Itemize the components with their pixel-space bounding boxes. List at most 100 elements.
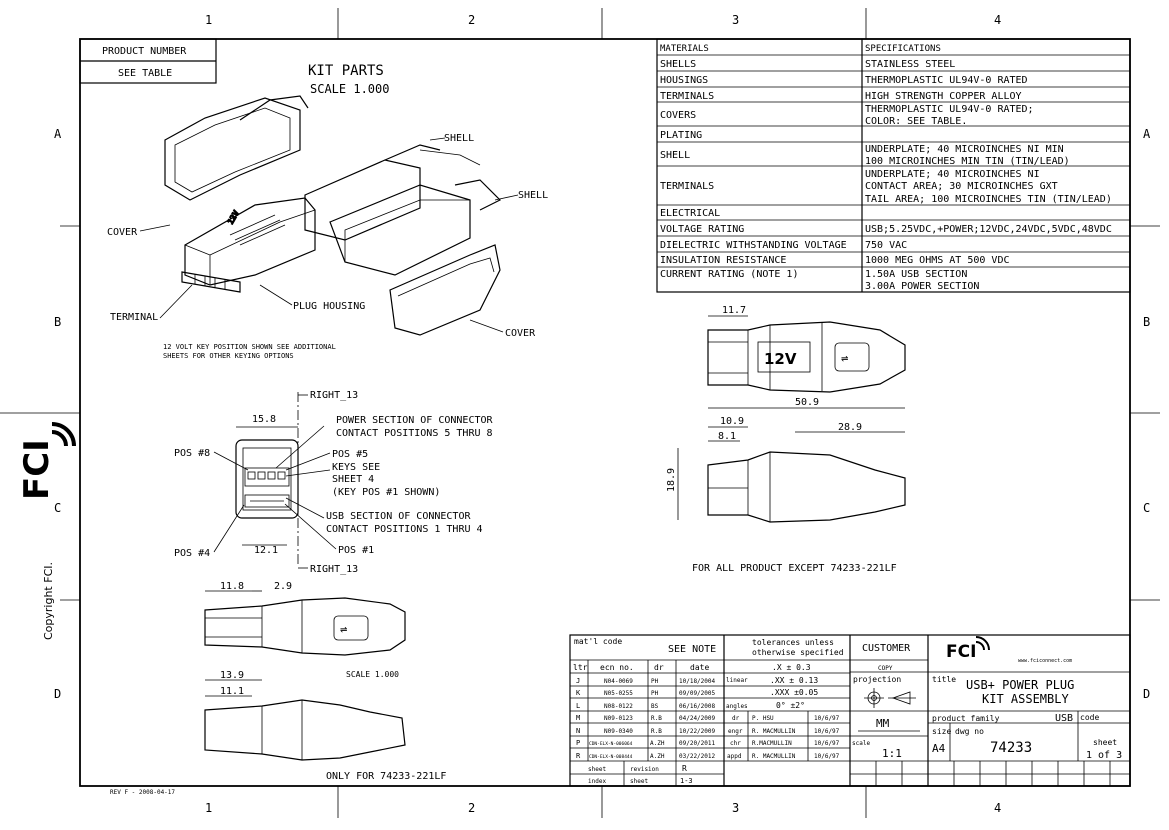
- spec-row-a: SHELL: [660, 150, 690, 161]
- rev-ltr: J: [576, 677, 580, 685]
- rev-ecn: N08-0122: [604, 703, 633, 710]
- right-top-view: 11.7 12V ⇌: [707, 305, 906, 393]
- fci-logo: FCI: [946, 642, 976, 662]
- spec-row-b: USB;5.25VDC,+POWER;12VDC,24VDC,5VDC,48VD…: [865, 224, 1112, 235]
- projection-label: projection: [853, 675, 901, 684]
- zone-col-1-bottom: 1: [205, 801, 212, 815]
- rev-date: 06/16/2008: [679, 703, 716, 710]
- pos-4-label: POS #4: [174, 548, 210, 559]
- zone-row-b-right: B: [1143, 315, 1150, 329]
- sign-key: chr: [730, 740, 741, 747]
- tol-key: angles: [726, 703, 748, 710]
- spec-row-a: INSULATION RESISTANCE: [660, 255, 786, 266]
- rev-ltr: P: [576, 739, 580, 747]
- rev-dr: BS: [651, 703, 659, 710]
- sign-date: 10/6/97: [814, 740, 840, 747]
- small-top-view: 11.8 2.9 ⇌ SCALE 1.000: [204, 581, 406, 679]
- pos-8-label: POS #8: [174, 448, 210, 459]
- callout-plug-housing: PLUG HOUSING: [293, 301, 365, 312]
- drawing-title-line2: KIT ASSEMBLY: [982, 692, 1069, 706]
- dim-28-9: 28.9: [838, 422, 862, 433]
- rev-dr: A.ZH: [650, 740, 665, 747]
- spec-row-b: TAIL AREA; 100 MICROINCHES TIN (TIN/LEAD…: [865, 194, 1112, 205]
- units-label: MM: [876, 717, 890, 730]
- right-13-top: RIGHT_13: [310, 390, 358, 401]
- sheet-of-value: 1 of 3: [1086, 750, 1122, 761]
- product-family-value: USB: [1055, 713, 1073, 724]
- zone-col-3-top: 3: [732, 13, 739, 27]
- rev-header-date: date: [690, 663, 709, 672]
- title-label: title: [932, 675, 956, 684]
- zone-col-1-top: 1: [205, 13, 212, 27]
- rev-ecn: CDN-ELX-N-006064: [589, 741, 633, 747]
- spec-row-b: 750 VAC: [865, 240, 907, 251]
- zone-row-c-right: C: [1143, 501, 1150, 515]
- scale-value: 1:1: [882, 747, 902, 760]
- matl-code-label: mat'l code: [574, 637, 622, 646]
- pos-1-label: POS #1: [338, 545, 374, 556]
- spec-row-a: VOLTAGE RATING: [660, 224, 744, 235]
- matl-code-value: SEE NOTE: [668, 644, 716, 655]
- sign-name: P. HSU: [752, 715, 774, 722]
- svg-text:12V: 12V: [226, 209, 241, 226]
- spec-row-b: THERMOPLASTIC UL94V-0 RATED: [865, 75, 1028, 86]
- power-section-line2: CONTACT POSITIONS 5 THRU 8: [336, 428, 493, 439]
- revision-rows: J N04-0069 PH 10/18/2004 K N05-0255 PH 0…: [576, 677, 716, 760]
- size-value: A4: [932, 742, 946, 755]
- spec-header-specifications: SPECIFICATIONS: [865, 44, 941, 54]
- exploded-view: 12V: [164, 95, 502, 336]
- dim-18-9: 18.9: [666, 468, 677, 492]
- callout-cover-left: COVER: [107, 227, 138, 238]
- rev-dr: PH: [651, 690, 659, 697]
- spec-row-a: HOUSINGS: [660, 75, 708, 86]
- keys-line1: KEYS SEE: [332, 462, 380, 473]
- rev-date: 10/18/2004: [679, 678, 716, 685]
- rev-ecn: N09-0340: [604, 728, 633, 735]
- callout-shell-upper: SHELL: [444, 133, 474, 144]
- website: www.fciconnect.com: [1018, 658, 1072, 664]
- spec-row-b: HIGH STRENGTH COPPER ALLOY: [865, 91, 1022, 102]
- zone-col-3-bottom: 3: [732, 801, 739, 815]
- usb-icon-small: ⇌: [340, 622, 347, 636]
- dim-15-8: 15.8: [252, 414, 276, 425]
- spec-row-b: UNDERPLATE; 40 MICROINCHES NI: [865, 169, 1040, 180]
- sign-name: R. MACMULLIN: [752, 728, 796, 735]
- spec-row-a: SHELLS: [660, 59, 696, 70]
- spec-row-b: CONTACT AREA; 30 MICROINCHES GXT: [865, 181, 1058, 192]
- sign-name: R.MACMULLIN: [752, 740, 792, 747]
- key-note-line2: SHEETS FOR OTHER KEYING OPTIONS: [163, 352, 294, 360]
- key-note-line1: 12 VOLT KEY POSITION SHOWN SEE ADDITIONA…: [163, 343, 336, 351]
- revision-label: revision: [630, 766, 659, 773]
- spec-row-b: THERMOPLASTIC UL94V-0 RATED;: [865, 104, 1034, 115]
- usb-section-line1: USB SECTION OF CONNECTOR: [326, 511, 471, 522]
- spec-row-a: TERMINALS: [660, 91, 714, 102]
- callout-cover-right: COVER: [505, 328, 536, 339]
- revision-value: R: [682, 764, 687, 773]
- rev-ecn: N09-0123: [604, 715, 633, 722]
- spec-row-a: TERMINALS: [660, 181, 714, 192]
- spec-row-a: ELECTRICAL: [660, 208, 720, 219]
- third-angle-projection-icon: [864, 688, 916, 708]
- right-side-view: 50.9 10.9 8.1 28.9 18.9 FOR ALL PRODUCT …: [666, 397, 906, 574]
- zone-markers: 1 2 3 4 1 2 3 4 A B C D A B C D: [0, 8, 1160, 818]
- side-logo-text: FCI: [17, 439, 57, 500]
- fci-logo-arcs: [975, 636, 990, 651]
- tol-value: 0° ±2°: [776, 701, 805, 710]
- tol-value: .XXX ±0.05: [770, 688, 818, 697]
- dim-12-1: 12.1: [254, 545, 278, 556]
- spec-row-b: COLOR: SEE TABLE.: [865, 116, 967, 127]
- callout-shell-lower: SHELL: [518, 190, 548, 201]
- rev-date: 10/22/2009: [679, 728, 716, 735]
- front-view: RIGHT_13 RIGHT_13 15.8 12.1 POS #8 POS #…: [174, 390, 494, 575]
- keys-line2: SHEET 4: [332, 474, 374, 485]
- title-block: mat'l code SEE NOTE tolerances unless ot…: [569, 634, 1131, 787]
- sign-key: engr: [728, 728, 743, 735]
- spec-row-a: CURRENT RATING (NOTE 1): [660, 269, 798, 280]
- dim-8-1: 8.1: [718, 431, 736, 442]
- rev-ecn: N05-0255: [604, 690, 633, 697]
- zone-col-2-top: 2: [468, 13, 475, 27]
- keys-line3: (KEY POS #1 SHOWN): [332, 487, 440, 498]
- rev-ltr: K: [576, 689, 581, 697]
- sign-date: 10/6/97: [814, 753, 840, 760]
- zone-row-d-left: D: [54, 687, 61, 701]
